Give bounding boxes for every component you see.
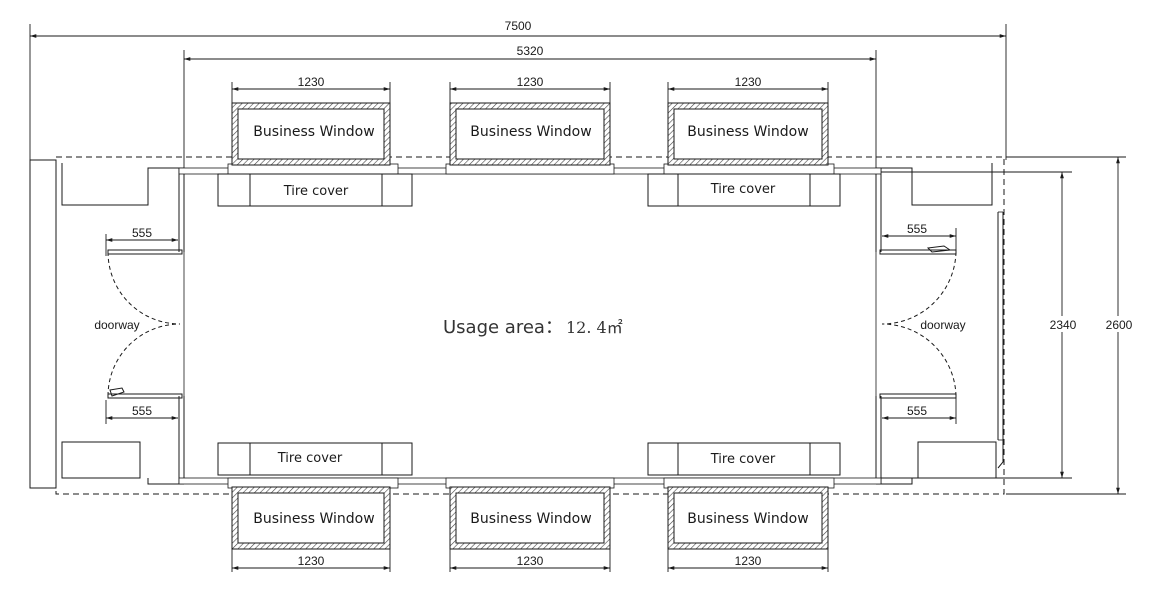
window-width-label: 1230 <box>735 75 762 89</box>
rear-door-plate <box>997 211 1004 469</box>
business-window-top-3: Business Window <box>667 102 829 166</box>
overall-length-dimension: 7500 <box>29 19 1007 160</box>
business-window-label: Business Window <box>470 511 591 527</box>
tire-cover-bottom-left: Tire cover <box>217 442 413 476</box>
business-window-bottom-1: Business Window <box>231 486 391 550</box>
tire-cover-label: Tire cover <box>710 452 776 467</box>
tire-cover-label: Tire cover <box>277 451 343 466</box>
usage-area-label: Usage area： <box>443 317 563 338</box>
tire-cover-top-right: Tire cover <box>647 173 841 207</box>
overall-width-dimension: 2600 <box>1006 156 1138 495</box>
doorway-label: doorway <box>94 318 139 332</box>
business-window-bottom-3: Business Window <box>667 486 829 550</box>
doorway-right: 555 555 doorway <box>879 222 966 424</box>
corner-cabinet-top-left <box>61 163 184 206</box>
tire-cover-top-left: Tire cover <box>217 173 413 207</box>
business-window-label: Business Window <box>253 511 374 527</box>
door-offset-label: 555 <box>907 404 927 418</box>
doorway-left: 555 555 doorway <box>94 226 183 424</box>
business-window-label: Business Window <box>470 124 591 140</box>
window-width-label: 1230 <box>517 554 544 568</box>
window-dimensions-top: 1230 1230 1230 <box>231 75 829 103</box>
inner-width-dimension: 2340 <box>881 171 1082 479</box>
tire-cover-label: Tire cover <box>283 184 349 199</box>
overall-length-label: 7500 <box>505 19 532 33</box>
tire-cover-label: Tire cover <box>710 182 776 197</box>
left-hitch <box>29 159 57 489</box>
business-window-label: Business Window <box>687 511 808 527</box>
window-width-label: 1230 <box>298 75 325 89</box>
window-width-label: 1230 <box>517 75 544 89</box>
door-offset-label: 555 <box>132 404 152 418</box>
overall-width-label: 2600 <box>1106 318 1133 332</box>
usage-area: Usage area： 12. 4㎡ <box>443 317 623 338</box>
window-width-label: 1230 <box>735 554 762 568</box>
business-window-bottom-2: Business Window <box>449 486 611 550</box>
corner-cabinet-bottom-right <box>917 441 997 479</box>
window-width-label: 1230 <box>298 554 325 568</box>
window-dimensions-bottom: 1230 1230 1230 <box>231 549 829 572</box>
business-window-label: Business Window <box>253 124 374 140</box>
tire-cover-bottom-right: Tire cover <box>647 442 841 476</box>
door-offset-label: 555 <box>907 222 927 236</box>
inner-length-label: 5320 <box>517 44 544 58</box>
business-window-label: Business Window <box>687 124 808 140</box>
usage-area-value: 12. 4㎡ <box>566 318 623 337</box>
business-window-top-2: Business Window <box>449 102 611 166</box>
inner-width-label: 2340 <box>1050 318 1077 332</box>
corner-cabinet-top-right <box>876 163 993 206</box>
corner-cabinet-bottom-left <box>61 441 141 479</box>
business-window-top-1: Business Window <box>231 102 391 166</box>
inner-length-dimension: 5320 <box>183 44 877 168</box>
doorway-label: doorway <box>920 318 965 332</box>
door-offset-label: 555 <box>132 226 152 240</box>
